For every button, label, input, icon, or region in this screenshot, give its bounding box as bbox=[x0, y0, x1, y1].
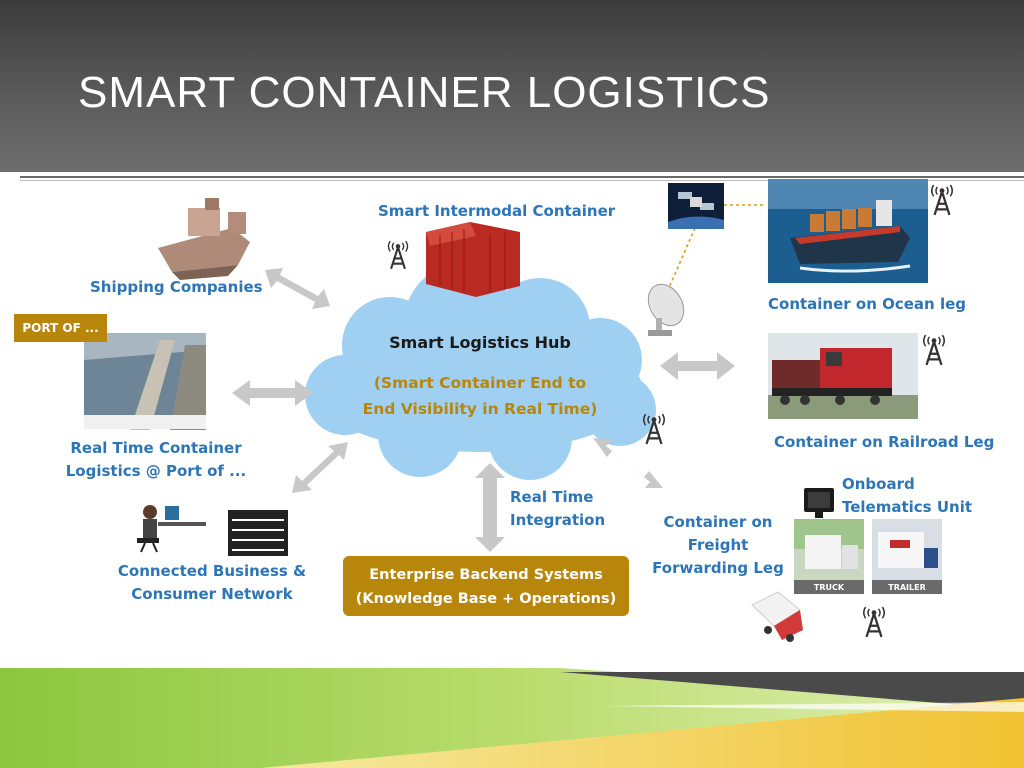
freight-line1: Container on bbox=[663, 513, 773, 531]
port-badge-label: PORT OF ... bbox=[22, 321, 99, 335]
backend-box-label: Enterprise Backend Systems (Knowledge Ba… bbox=[343, 563, 629, 611]
port-logistics-line2: Logistics @ Port of ... bbox=[65, 462, 247, 480]
port-logistics-line1: Real Time Container bbox=[70, 439, 242, 457]
port-logistics-label: Real Time Container Logistics @ Port of … bbox=[58, 437, 254, 483]
hub-cloud bbox=[305, 265, 656, 480]
antenna-icon-ocean bbox=[930, 184, 954, 216]
railroad-image bbox=[768, 333, 918, 419]
backend-line1: Enterprise Backend Systems bbox=[369, 567, 603, 583]
telematics-label: Onboard Telematics Unit bbox=[842, 473, 972, 519]
integration-line2: Integration bbox=[510, 511, 606, 529]
satellite-image bbox=[668, 183, 724, 229]
smart-container-image bbox=[426, 222, 520, 297]
arrow-port bbox=[232, 380, 313, 406]
antenna-icon-truck bbox=[862, 606, 886, 638]
hub-subtitle-line2: End Visibility in Real Time) bbox=[362, 400, 598, 418]
satellite-link bbox=[667, 204, 765, 291]
freight-leg-label: Container on Freight Forwarding Leg bbox=[652, 511, 784, 580]
freight-line3: Forwarding Leg bbox=[652, 559, 784, 577]
truck-tag: TRUCK bbox=[813, 583, 845, 592]
title-divider bbox=[20, 176, 1024, 178]
telematics-unit-image bbox=[804, 488, 834, 518]
business-network-line1: Connected Business & bbox=[117, 562, 307, 580]
antenna-icon-container bbox=[387, 240, 409, 270]
business-network-label: Connected Business & Consumer Network bbox=[112, 560, 312, 606]
arrow-ocean-rail bbox=[660, 352, 735, 380]
arrow-business bbox=[292, 442, 348, 493]
freight-line2: Freight bbox=[687, 536, 749, 554]
truck-photo bbox=[794, 519, 864, 594]
title-divider-thin bbox=[20, 180, 1024, 181]
business-network-line2: Consumer Network bbox=[131, 585, 293, 603]
backend-line2: (Knowledge Base + Operations) bbox=[355, 591, 617, 607]
railroad-leg-label: Container on Railroad Leg bbox=[774, 433, 995, 451]
trailer-photo bbox=[872, 519, 942, 594]
hub-subtitle: (Smart Container End to End Visibility i… bbox=[330, 370, 630, 422]
integration-label: Real Time Integration bbox=[510, 486, 605, 532]
backend-box bbox=[343, 556, 629, 616]
slide-header: SMART CONTAINER LOGISTICS bbox=[0, 0, 1024, 172]
arrow-shipping bbox=[265, 268, 330, 309]
telematics-line1: Onboard bbox=[842, 475, 915, 493]
hub-title: Smart Logistics Hub bbox=[389, 333, 571, 352]
antenna-icon-railroad bbox=[922, 334, 946, 366]
telematics-line2: Telematics Unit bbox=[842, 498, 973, 516]
connector-arrows bbox=[232, 268, 735, 552]
integration-line1: Real Time bbox=[510, 488, 594, 506]
slide-title: SMART CONTAINER LOGISTICS bbox=[78, 68, 771, 117]
trailer-tag: TRAILER bbox=[888, 583, 926, 592]
delivery-truck-image bbox=[751, 591, 803, 642]
business-network-image bbox=[137, 505, 288, 556]
smart-container-label: Smart Intermodal Container bbox=[378, 202, 616, 220]
satellite-dish-image bbox=[647, 283, 685, 336]
ocean-leg-label: Container on Ocean leg bbox=[768, 295, 966, 313]
port-badge bbox=[14, 314, 107, 342]
arrow-integration bbox=[475, 463, 505, 552]
hub-subtitle-line1: (Smart Container End to bbox=[373, 374, 587, 392]
ocean-ship-image bbox=[768, 179, 928, 283]
port-aerial-image bbox=[84, 333, 206, 430]
shipping-company-ship-image bbox=[158, 198, 250, 280]
arrow-freight bbox=[593, 438, 663, 488]
footer-decoration bbox=[0, 668, 1024, 768]
shipping-companies-label: Shipping Companies bbox=[90, 278, 263, 296]
